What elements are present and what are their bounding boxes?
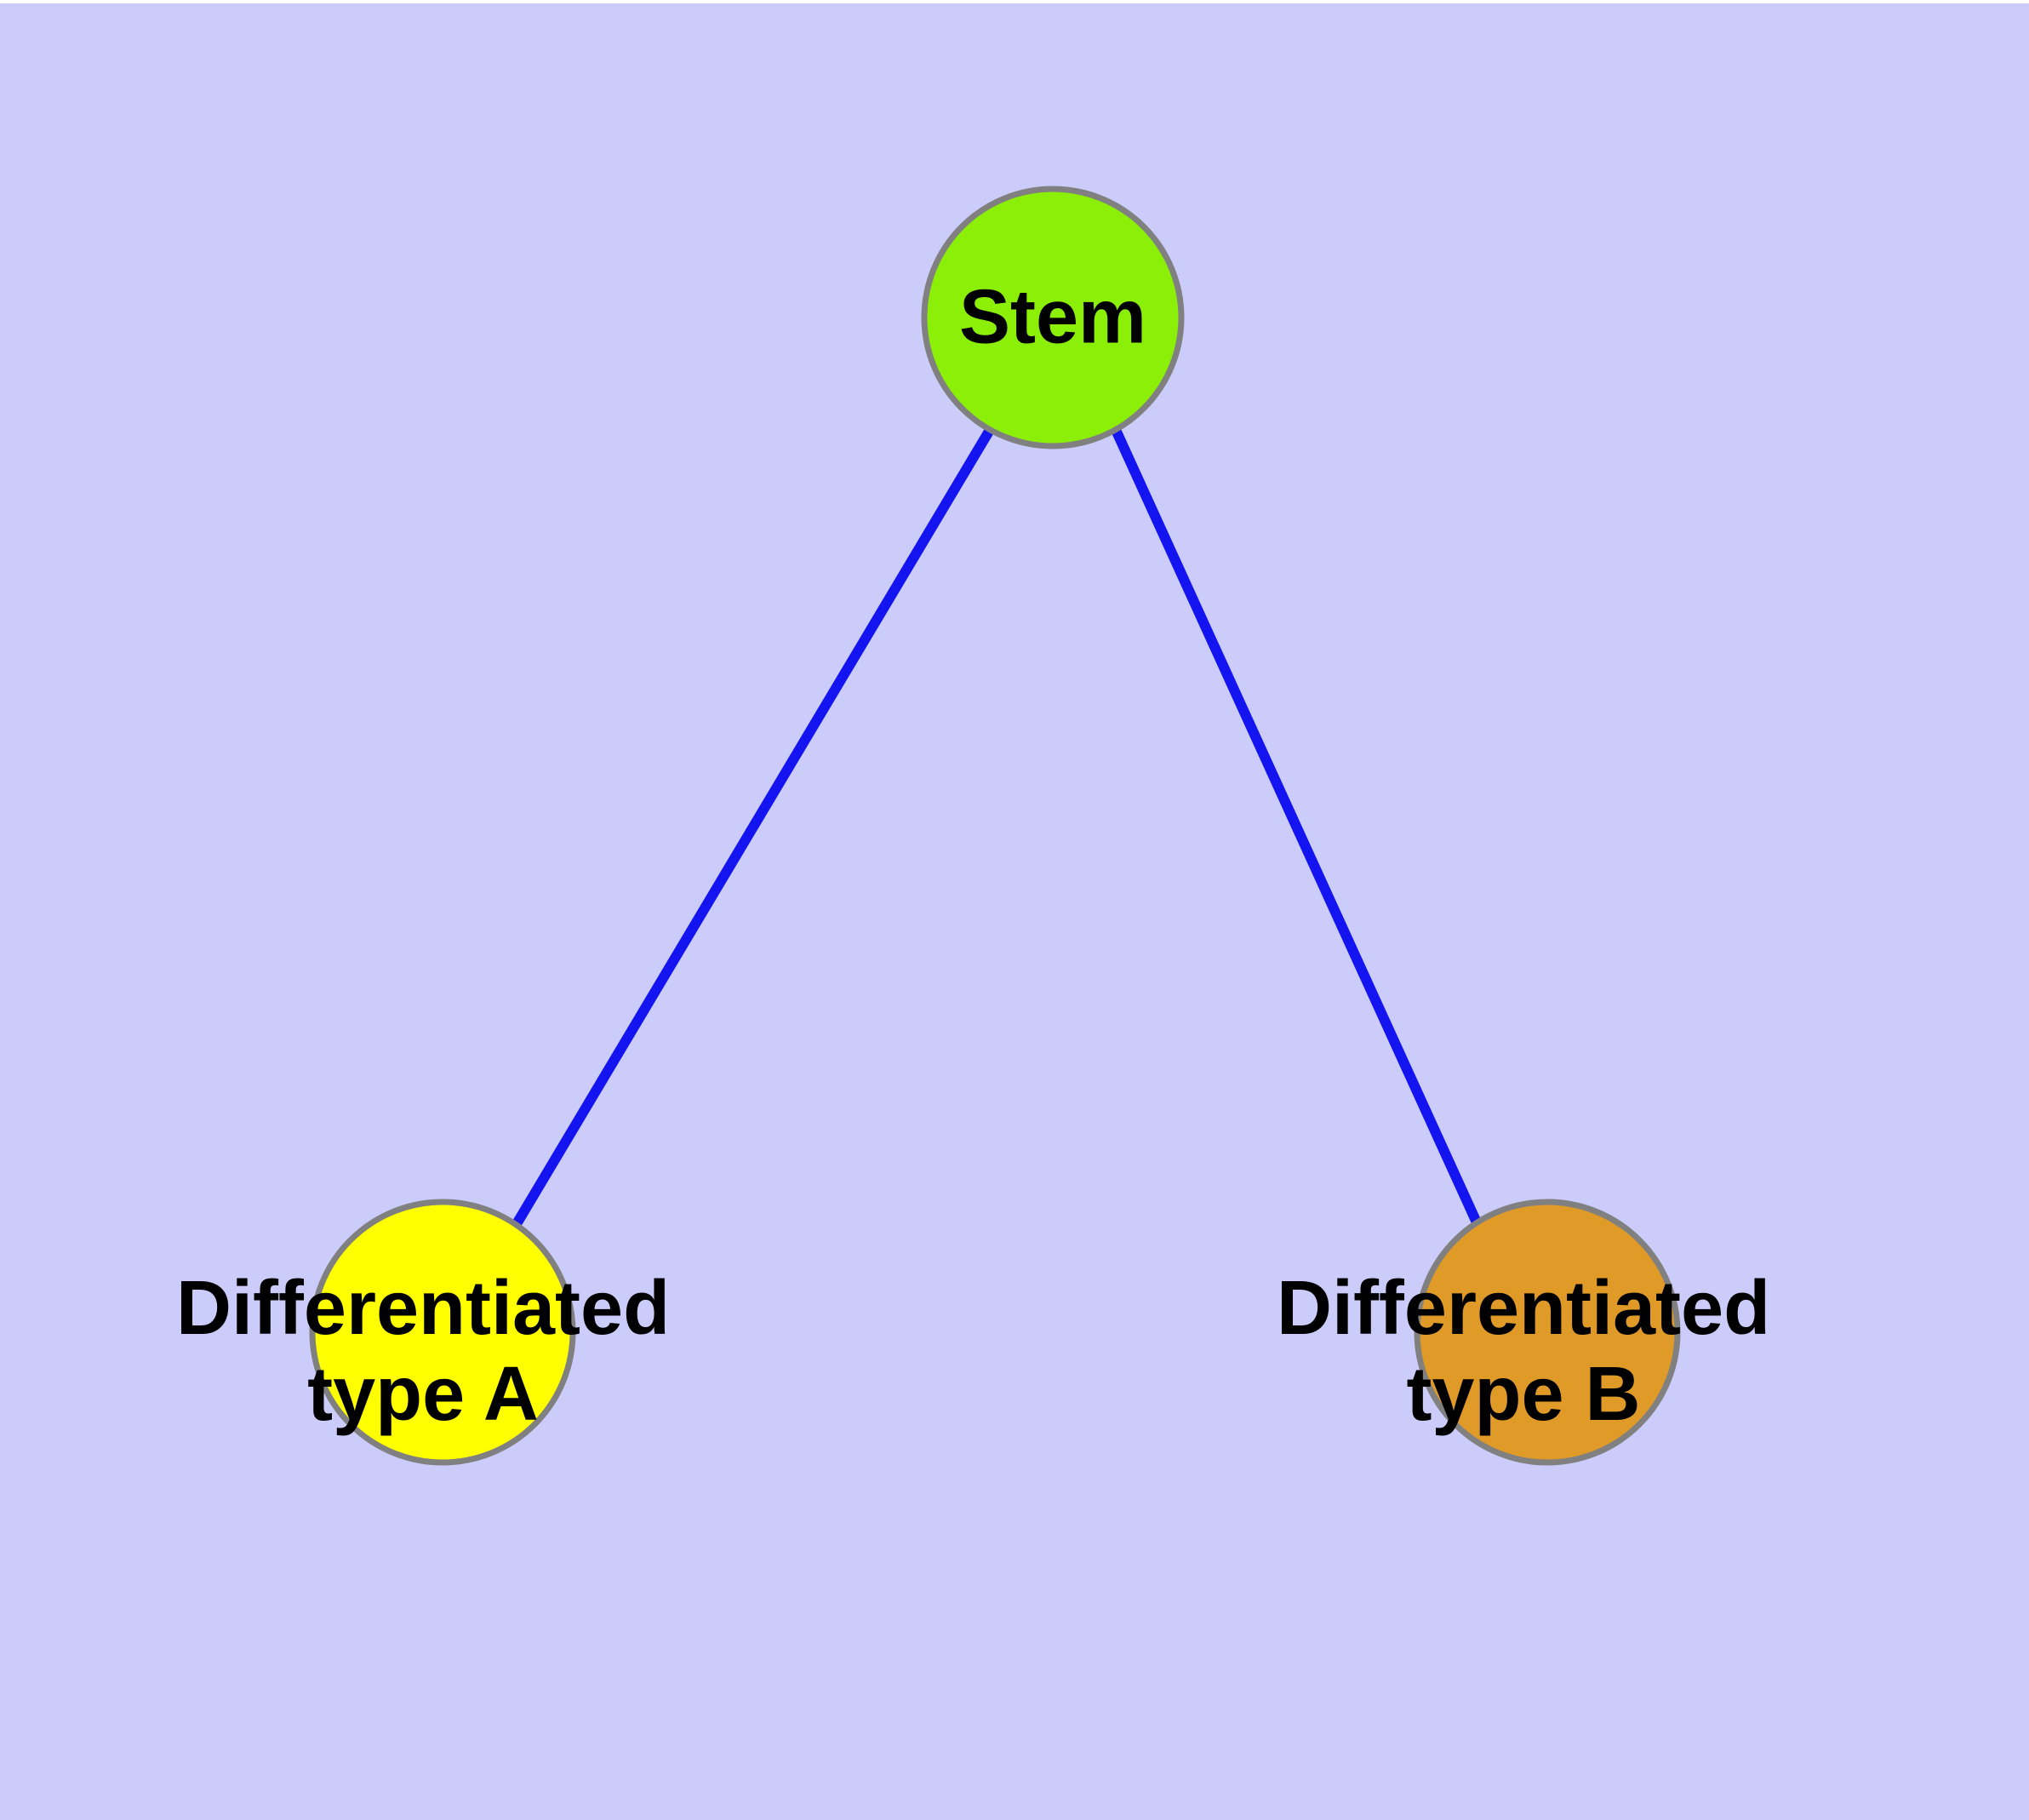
graph-node-stem[interactable] (921, 186, 1185, 449)
graph-edge (512, 426, 995, 1226)
graph-edge (1111, 427, 1482, 1225)
node-layer (309, 186, 1681, 1466)
edge-layer (512, 426, 1482, 1226)
graph-node-diff-b[interactable] (1414, 1199, 1681, 1466)
graph-node-diff-a[interactable] (309, 1199, 576, 1466)
